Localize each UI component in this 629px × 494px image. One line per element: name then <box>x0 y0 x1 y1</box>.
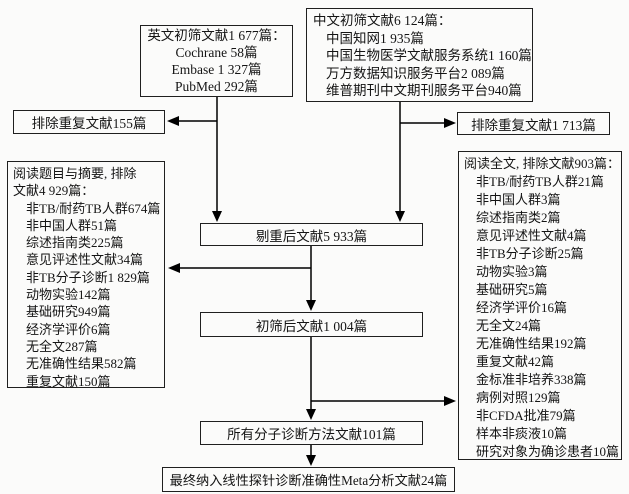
arrowhead-right-into-dup-cn <box>444 118 456 128</box>
after-initial-screen-box: 初筛后文献1 004篇 <box>200 312 423 337</box>
title-abstract-exclusion-box: 阅读题目与摘要, 排除 文献4 929篇： 非TB/耐药TB人群674篇 非中国… <box>7 161 165 388</box>
exclusion-item: 非中国人群3篇 <box>476 192 561 207</box>
exclusion-item: 无全文24篇 <box>476 318 542 333</box>
exclusion-item: 非TB分子诊断1 829篇 <box>26 269 150 285</box>
exclusion-item: 非中国人群51篇 <box>26 217 118 233</box>
exclusion-item: 无全文287篇 <box>26 338 98 354</box>
final-included-box: 最终纳入线性探针诊断准确性Meta分析文献24篇 <box>162 467 455 492</box>
exclusion-item: 重复文献42篇 <box>476 354 555 369</box>
arrowhead-right-into-right-list <box>444 396 456 406</box>
english-sources-title: 英文初筛文献1 677篇： <box>147 28 286 43</box>
exclusion-item: 基础研究949篇 <box>26 304 111 320</box>
duplicates-removed-chinese-box: 排除重复文献1 713篇 <box>457 112 610 135</box>
exclusion-item: 非TB分子诊断25篇 <box>476 246 584 261</box>
exclusion-item: 金标准非培养338篇 <box>476 372 587 387</box>
fulltext-exclusion-title: 阅读全文, 排除文献903篇： <box>464 156 621 171</box>
exclusion-item: 基础研究5篇 <box>476 282 548 297</box>
duplicates-removed-english-box: 排除重复文献155篇 <box>13 110 165 134</box>
exclusion-item: 非CFDA批准79篇 <box>476 408 576 423</box>
arrowhead-down-into-final <box>306 455 316 466</box>
exclusion-item: 综述指南类225篇 <box>26 235 124 251</box>
chinese-sources-box: 中文初筛文献6 124篇： 中国知网1 935篇 中国生物医学文献服务系统1 1… <box>306 8 533 102</box>
title-abstract-exclusion-title: 文献4 929篇： <box>13 183 95 199</box>
exclusion-item: 经济学评价16篇 <box>476 300 568 315</box>
exclusion-item: 动物实验3篇 <box>476 264 548 279</box>
title-abstract-exclusion-title: 阅读题目与摘要, 排除 <box>13 166 137 181</box>
chinese-sources-title: 中文初筛文献6 124篇： <box>313 13 452 28</box>
exclusion-item: 综述指南类2篇 <box>476 210 561 225</box>
exclusion-item: 重复文献150篇 <box>26 373 111 388</box>
exclusion-item: 动物实验142篇 <box>26 287 111 303</box>
chinese-source-item: 中国生物医学文献服务系统1 160篇 <box>326 48 532 64</box>
arrowhead-down-into-dedup-right <box>395 211 405 222</box>
english-sources-box: 英文初筛文献1 677篇： Cochrane 58篇 Embase 1 327篇… <box>140 25 293 97</box>
exclusion-item: 非TB/耐药TB人群674篇 <box>26 200 161 216</box>
chinese-source-item: 万方数据知识服务平台2 089篇 <box>326 65 505 81</box>
exclusion-item: 研究对象为确诊患者10篇 <box>476 444 620 459</box>
arrowhead-down-into-dedup-left <box>212 211 222 222</box>
exclusion-item: 样本非痰液10篇 <box>476 426 568 441</box>
molecular-methods-box: 所有分子诊断方法文献101篇 <box>200 421 423 445</box>
arrowhead-left-into-left-list <box>168 263 180 273</box>
english-source-item: Cochrane 58篇 <box>175 45 258 60</box>
exclusion-item: 无准确性结果582篇 <box>26 356 137 372</box>
exclusion-item: 意见评述性文献34篇 <box>26 252 144 268</box>
fulltext-exclusion-box: 阅读全文, 排除文献903篇： 非TB/耐药TB人群21篇 非中国人群3篇 综述… <box>458 151 622 460</box>
exclusion-item: 意见评述性文献4篇 <box>476 228 587 243</box>
after-deduplication-box: 剔重后文献5 933篇 <box>200 223 423 246</box>
exclusion-item: 病例对照129篇 <box>476 390 561 405</box>
arrowhead-left-into-dup-en <box>167 116 179 126</box>
exclusion-item: 无准确性结果192篇 <box>476 336 587 351</box>
exclusion-item: 经济学评价6篇 <box>26 321 111 337</box>
arrowhead-down-into-screen <box>306 300 316 311</box>
exclusion-item: 非TB/耐药TB人群21篇 <box>476 174 604 189</box>
english-source-item: PubMed 292篇 <box>175 79 258 94</box>
arrowhead-down-into-molecular <box>306 409 316 420</box>
english-source-item: Embase 1 327篇 <box>171 62 262 77</box>
chinese-source-item: 维普期刊中文期刊服务平台940篇 <box>326 83 522 99</box>
chinese-source-item: 中国知网1 935篇 <box>326 30 424 46</box>
